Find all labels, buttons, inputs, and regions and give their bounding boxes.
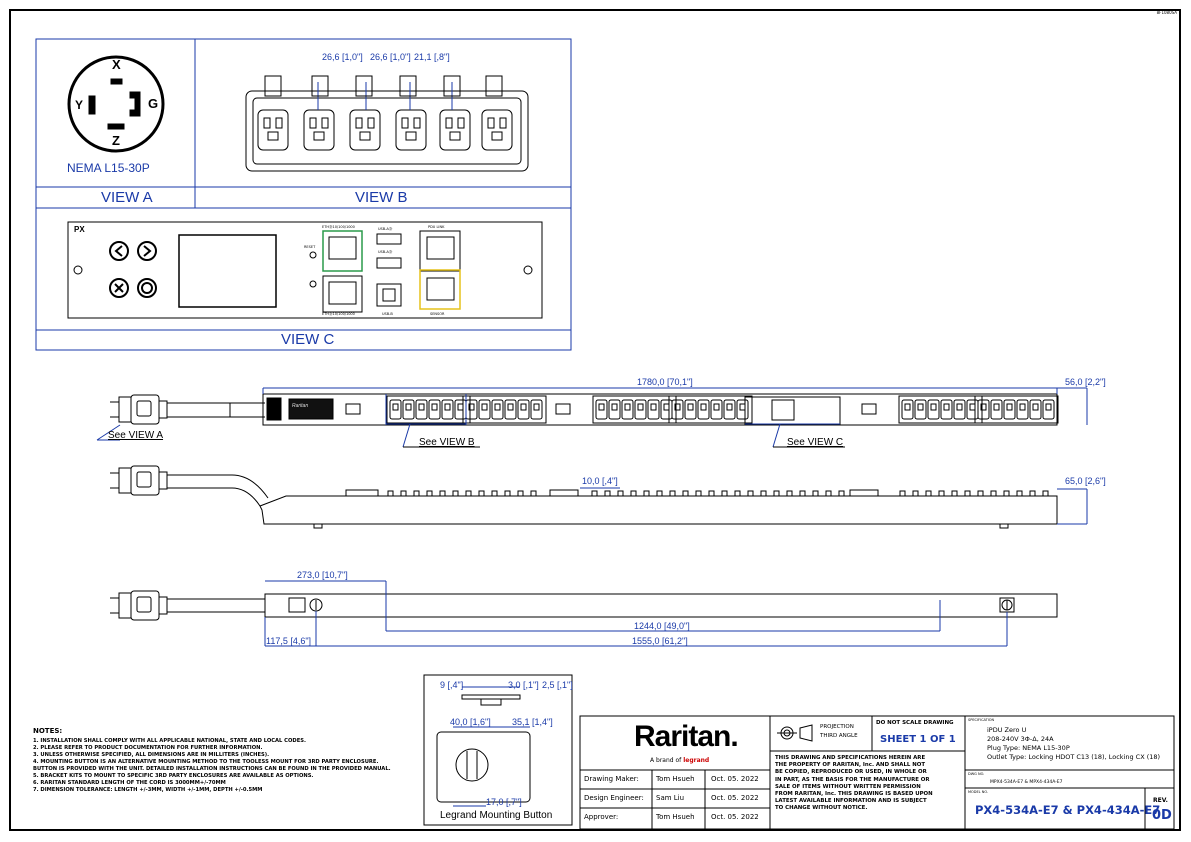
note-item: 1. INSTALLATION SHALL COMPLY WITH ALL AP… <box>33 738 306 744</box>
title-block-frame <box>579 715 1175 830</box>
front-elevation <box>96 387 1088 448</box>
display-brand: Raritan <box>292 403 309 409</box>
specification-label: SPECIFICATION <box>968 718 995 722</box>
do-not-scale-label: DO NOT SCALE DRAWING <box>876 720 954 726</box>
design-engineer-name: Sam Liu <box>656 794 685 802</box>
pin-x-label: X <box>112 57 121 72</box>
rev-label: REV. <box>1153 797 1168 804</box>
button-dim-top-left: 9 [,4"] <box>440 680 464 690</box>
dwg-no-label: DWG NO. <box>968 772 985 776</box>
see-view-b-callout: See VIEW B <box>419 437 475 448</box>
sheet-code: 8F1080SA <box>1156 10 1177 15</box>
first-bracket-dim: 117,5 [4,6"] <box>266 636 312 646</box>
outlet-row <box>257 109 513 151</box>
button-inner-dim: 35,1 [1,4"] <box>512 717 553 727</box>
mounting-button-detail <box>423 674 573 826</box>
note-item: 3. UNLESS OTHERWISE SPECIFIED, ALL DIMEN… <box>33 752 270 758</box>
plug-type-label: NEMA L15-30P <box>67 161 150 175</box>
outlet-pitch-dim-3: 21,1 [,8"] <box>414 52 450 62</box>
note-item: 5. BRACKET KITS TO MOUNT TO SPECIFIC 3RD… <box>33 773 314 779</box>
dwg-no-value: MPX4-534A-E7 & MPX4-434A-E7 <box>990 780 1063 785</box>
button-dim-top-right-2: 2,5 [,1"] <box>542 680 573 690</box>
usb-b-label: USB-B <box>382 312 393 316</box>
outlet-socket <box>439 109 471 151</box>
pin-z-label: Z <box>112 133 120 148</box>
outlet-socket <box>481 109 513 151</box>
button-width-dim: 40,0 [1,6"] <box>450 717 491 727</box>
design-engineer-label: Design Engineer: <box>584 794 644 802</box>
controller-logo: PX <box>74 225 85 234</box>
button-dim-top-right: 3,0 [,1"] <box>508 680 539 690</box>
notes-header: NOTES: <box>33 727 63 735</box>
end-length-dim: 56,0 [2,2"] <box>1065 377 1106 387</box>
see-view-c-callout: See VIEW C <box>787 437 844 448</box>
proprietary-disclaimer: THIS DRAWING AND SPECIFICATIONS HEREIN A… <box>775 755 933 812</box>
pin-y-label: Y <box>75 98 84 112</box>
brand-sub: A brand of legrand <box>650 757 710 764</box>
sensor-label: SENSOR <box>430 312 445 316</box>
controller-panel <box>67 221 543 319</box>
outlet-strip-detail <box>245 75 529 172</box>
outlet-socket <box>349 109 381 151</box>
see-view-a-callout: See VIEW A <box>108 430 164 441</box>
approver-date: Oct. 05. 2022 <box>711 813 759 821</box>
eth2-label: ETHⒹ10/100/1000 <box>322 312 355 316</box>
outlet-pitch-dim-1: 26,6 [1,0"] <box>322 52 363 62</box>
overall-mount-dim: 1555,0 [61,2"] <box>632 636 688 646</box>
drawing-maker-date: Oct. 05. 2022 <box>711 775 759 783</box>
height-dim: 65,0 [2,6"] <box>1065 476 1106 486</box>
view-c-label: VIEW C <box>281 331 335 348</box>
side-elevation <box>110 465 1088 529</box>
nema-plug-face <box>67 55 165 153</box>
bracket-offset-dim: 273,0 [10,7"] <box>297 570 348 580</box>
depth-offset-dim: 10,0 [,4"] <box>582 476 618 486</box>
views-frame <box>35 38 572 351</box>
eth1-label: ETHⒹ10/100/1000 <box>322 225 355 229</box>
usb-a2-label: USB-AⒹ <box>378 250 393 254</box>
total-length-dim: 1780,0 [70,1"] <box>637 377 693 387</box>
note-item: 7. DIMENSION TOLERANCE: LENGTH +/-3MM, W… <box>33 787 263 793</box>
outlet-socket <box>303 109 335 151</box>
approver-label: Approver: <box>584 813 619 821</box>
projection-label: PROJECTION <box>820 724 854 730</box>
pin-g-label: G <box>148 96 159 111</box>
outlet-socket <box>257 109 289 151</box>
design-engineer-date: Oct. 05. 2022 <box>711 794 759 802</box>
sheet-number: SHEET 1 OF 1 <box>880 734 956 745</box>
outlet-socket <box>395 109 427 151</box>
note-item: 6. RARITAN STANDARD LENGTH OF THE CORD I… <box>33 780 226 786</box>
view-b-label: VIEW B <box>355 189 408 206</box>
note-item: BUTTON IS PROVIDED WITH THE UNIT. DETAIL… <box>33 766 391 772</box>
model-number: PX4-534A-E7 & PX4-434A-E7 <box>975 803 1161 817</box>
raritan-logo: Raritan. <box>634 720 739 753</box>
outlet-pitch-dim-2: 26,6 [1,0"] <box>370 52 411 62</box>
rear-elevation <box>110 580 1058 647</box>
revision-value: 0D <box>1152 808 1172 823</box>
approver-name: Tom Hsueh <box>656 813 695 821</box>
pdu-link-label: PDU LINK <box>428 225 445 229</box>
drawing-sheet-border <box>9 9 1181 831</box>
bracket-spacing-dim: 1244,0 [49,0"] <box>634 621 690 631</box>
drawing-notes: NOTES: 1. INSTALLATION SHALL COMPLY WITH… <box>33 728 391 794</box>
note-item: 2. PLEASE REFER TO PRODUCT DOCUMENTATION… <box>33 745 263 751</box>
note-item: 4. MOUNTING BUTTON IS AN ALTERNATIVE MOU… <box>33 759 379 765</box>
mounting-button-caption: Legrand Mounting Button <box>440 810 553 821</box>
view-a-label: VIEW A <box>101 189 153 206</box>
button-bottom-dim: 17,0 [,7"] <box>486 797 522 807</box>
drawing-maker-name: Tom Hsueh <box>656 775 695 783</box>
model-no-label: MODEL NO. <box>968 790 989 794</box>
usb-a1-label: USB-AⒹ <box>378 227 393 231</box>
drawing-maker-label: Drawing Maker: <box>584 775 639 783</box>
third-angle-label: THIRD ANGLE <box>820 733 858 739</box>
specification-text: iPDU Zero U 208-240V 3Φ-Δ, 24A Plug Type… <box>987 726 1161 761</box>
reset-label: RESET <box>304 245 316 249</box>
